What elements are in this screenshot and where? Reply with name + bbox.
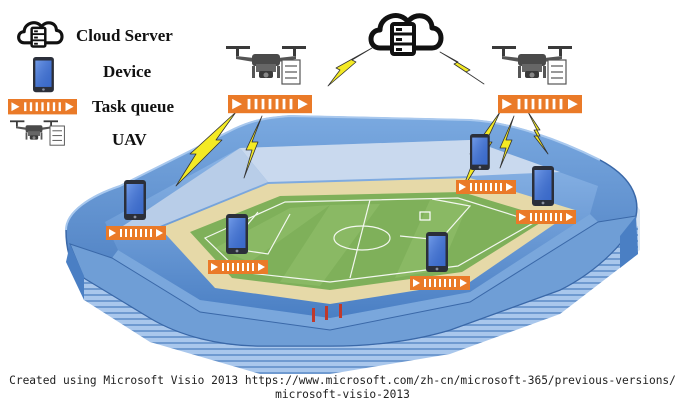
caption-line-1: Created using Microsoft Visio 2013 https… <box>9 374 676 387</box>
caption-line-2: microsoft-visio-2013 <box>275 388 410 401</box>
legend-task-queue-icon <box>8 99 77 115</box>
legend-uav-icon <box>10 120 65 146</box>
uav-left <box>226 46 312 114</box>
uav-right <box>492 46 582 114</box>
legend-device-icon <box>33 57 54 93</box>
legend-device-label: Device <box>103 62 152 81</box>
legend-cloud-server-label: Cloud Server <box>76 26 173 45</box>
lightning-icon <box>175 47 549 191</box>
stadium-illustration <box>65 114 640 374</box>
cloud-server-icon <box>371 16 441 54</box>
legend-cloud-server-icon <box>17 21 64 49</box>
legend-uav-label: UAV <box>112 130 147 149</box>
legend-task-queue-label: Task queue <box>92 97 175 116</box>
